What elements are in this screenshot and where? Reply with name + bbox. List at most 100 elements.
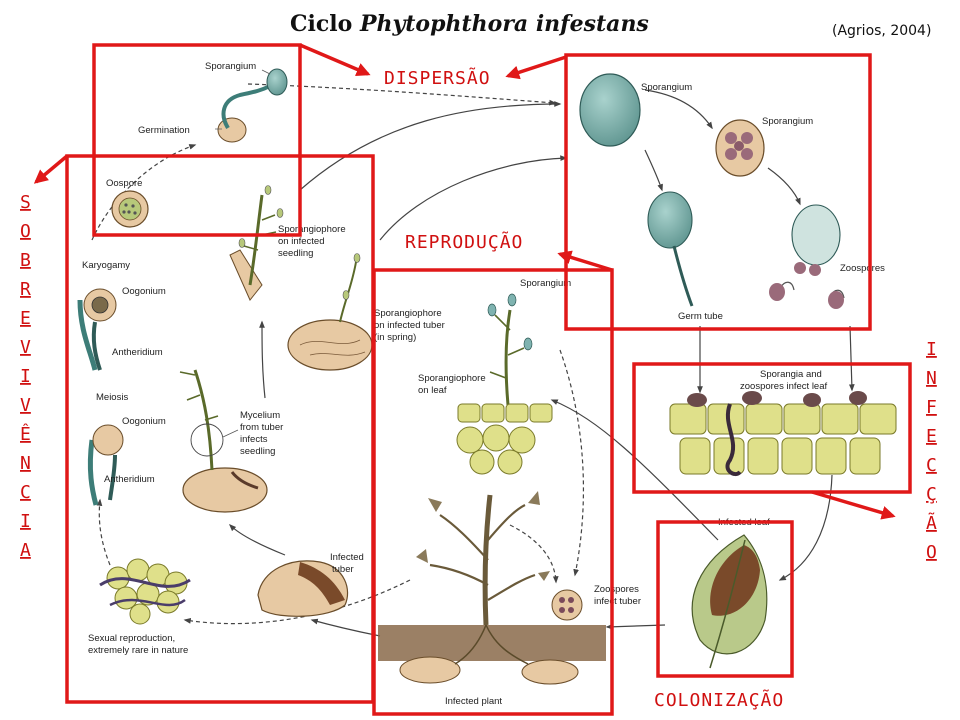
infection-letter: E <box>926 426 937 447</box>
survival-letter: O <box>20 221 31 242</box>
frame-reproduction <box>372 268 614 716</box>
germination-illustration <box>215 68 288 143</box>
cycle-arrow-to-tuber <box>310 618 381 637</box>
label-infected-tuber-1: Infected <box>330 552 364 563</box>
label-mycelium-4: seedling <box>240 446 275 457</box>
label-zoospores-tuber-1: Zoospores <box>594 584 639 595</box>
seedling-illustration <box>229 185 284 301</box>
survival-letter: R <box>20 279 31 300</box>
infection-letter: Ç <box>926 484 937 505</box>
label-oogonium-upper: Oogonium <box>122 286 166 297</box>
stage-label-survival: S O B R E V I V Ê N C I A <box>20 192 31 561</box>
sporangia-dispersal-illustration <box>579 73 845 309</box>
cycle-arrow-sexual-up <box>96 498 111 566</box>
mycelium-seedling-illustration <box>179 369 268 513</box>
stage-label-colonization: COLONIZAÇÃO <box>654 689 784 711</box>
infected-tuber-illustration <box>257 560 349 617</box>
label-sporangium-right-1: Sporangium <box>641 82 692 93</box>
label-meiosis: Meiosis <box>96 392 128 403</box>
label-sporangium-top: Sporangium <box>205 61 256 72</box>
infected-leaf-illustration <box>691 534 768 669</box>
stage-label-dispersal: DISPERSÃO <box>384 67 491 89</box>
label-sporangium-right-2: Sporangium <box>762 116 813 127</box>
survival-letter: A <box>20 540 31 561</box>
sporangium-large <box>579 73 641 147</box>
arrow-to-reproduction <box>557 250 613 272</box>
cycle-arrow-reinfect <box>550 399 719 541</box>
stage-frames <box>65 43 912 716</box>
infection-letter: O <box>926 542 937 563</box>
frame-dispersal <box>564 53 872 331</box>
oogonium-upper-illustration <box>77 288 117 371</box>
survival-letter: I <box>20 511 31 532</box>
zoospores-tuber-illustration <box>551 589 583 621</box>
oospore-illustration <box>111 190 149 228</box>
label-sporangium-middle: Sporangium <box>520 278 571 289</box>
survival-letter: C <box>20 482 31 503</box>
survival-letter: B <box>20 250 31 271</box>
label-oogonium-lower: Oogonium <box>122 416 166 427</box>
label-sporangiophore-seedling-3: seedling <box>278 248 313 259</box>
cycle-arrow-plant-zoospores <box>509 524 559 584</box>
diagram-title: Ciclo Phytophthora infestans <box>290 11 649 37</box>
label-infected-tuber-2: tuber <box>332 564 354 575</box>
label-sporangiophore-tuber-2: on infected tuber <box>374 320 445 331</box>
label-mycelium-2: from tuber <box>240 422 283 433</box>
leaf-sporangiophore-illustration <box>456 293 553 475</box>
label-sporangiophore-seedling-1: Sporangiophore <box>278 224 346 235</box>
cycle-arrow-tuber <box>379 155 568 241</box>
label-sporangia-leaf-1: Sporangia and <box>760 369 822 380</box>
label-sporangiophore-tuber-3: (in spring) <box>374 332 416 343</box>
infection-letter: N <box>926 368 937 389</box>
infection-letter: Ã <box>926 512 937 534</box>
sexual-reproduction-illustration <box>99 558 191 625</box>
arrow-to-dispersal-right <box>505 55 567 80</box>
label-antheridium-upper: Antheridium <box>112 347 163 358</box>
arrow-to-dispersal-left <box>299 43 371 77</box>
survival-letter: Ê <box>20 423 31 445</box>
infection-letter: F <box>926 397 937 418</box>
cycle-arrow-colonization <box>605 623 666 630</box>
stage-label-reproduction: REPRODUÇÃO <box>405 231 523 253</box>
label-germination: Germination <box>138 125 190 136</box>
cycle-arrow-up-seedling <box>259 320 266 399</box>
title-species: Phytophthora infestans <box>359 11 649 37</box>
title-plain: Ciclo <box>290 11 360 37</box>
label-sporangiophore-seedling-2: on infected <box>278 236 324 247</box>
survival-letter: N <box>20 453 31 474</box>
label-mycelium-3: infects <box>240 434 268 445</box>
label-sporangiophore-tuber-1: Sporangiophore <box>374 308 442 319</box>
leaf-infection-illustration <box>669 391 897 477</box>
survival-letter: I <box>20 366 31 387</box>
infected-plant-illustration <box>378 491 606 685</box>
cycle-arrow-zoospores-tuber <box>559 349 585 577</box>
citation: (Agrios, 2004) <box>832 23 931 39</box>
label-sexual-reproduction-2: extremely rare in nature <box>88 645 188 656</box>
arrow-to-survival <box>33 154 69 184</box>
arrow-to-infection <box>811 490 896 520</box>
label-zoospores-tuber-2: infect tuber <box>594 596 641 607</box>
germ-hypha <box>221 84 271 130</box>
soil-layer <box>378 625 606 661</box>
label-sexual-reproduction-1: Sexual reproduction, <box>88 633 175 644</box>
cycle-arrow-sexual <box>183 579 411 625</box>
cycle-arrow-seedling <box>299 101 562 191</box>
infection-letter: I <box>926 339 937 360</box>
label-karyogamy: Karyogamy <box>82 260 130 271</box>
stage-label-infection: I N F E C Ç Ã O <box>926 339 937 563</box>
sprouting-tuber-illustration <box>287 253 373 371</box>
label-mycelium-1: Mycelium <box>240 410 280 421</box>
sporangium-top-shape <box>266 68 288 96</box>
label-oospore: Oospore <box>106 178 142 189</box>
frame-germination <box>92 43 302 237</box>
stage-arrows <box>33 43 896 520</box>
germinating-oospore <box>217 117 247 143</box>
cycle-arrow-oospore <box>91 144 197 241</box>
label-sporangiophore-leaf-1: Sporangiophore <box>418 373 486 384</box>
oogonium-lower-illustration <box>87 424 124 506</box>
survival-letter: S <box>20 192 31 213</box>
label-sporangiophore-leaf-2: on leaf <box>418 385 447 396</box>
survival-letter: E <box>20 308 31 329</box>
frame-infection <box>632 362 912 494</box>
label-antheridium-lower: Antheridium <box>104 474 155 485</box>
